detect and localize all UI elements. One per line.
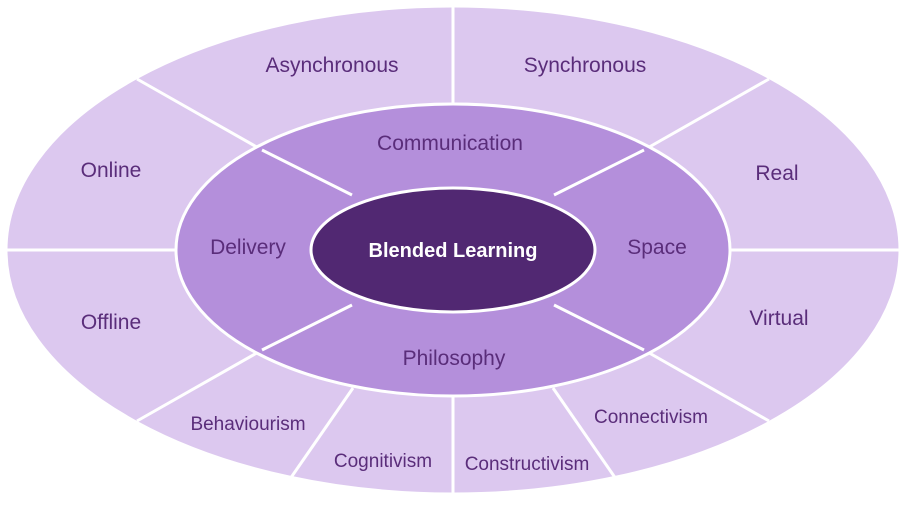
label-offline: Offline xyxy=(81,311,141,334)
label-online: Online xyxy=(81,159,142,182)
middle-dividers xyxy=(261,148,645,352)
divider-communication-delivery xyxy=(261,148,353,197)
label-space: Space xyxy=(627,236,687,259)
divider-behaviourism-cognitivism xyxy=(288,387,355,480)
center-label: Blended Learning xyxy=(369,240,538,262)
divider-sync-real xyxy=(643,77,770,152)
divider-constructivism-connectivism xyxy=(551,387,618,480)
label-philosophy: Philosophy xyxy=(403,347,506,370)
label-connectivism: Connectivism xyxy=(594,407,708,428)
label-synchronous: Synchronous xyxy=(524,54,647,77)
label-delivery: Delivery xyxy=(210,236,286,259)
divider-async-online xyxy=(136,77,263,152)
label-virtual: Virtual xyxy=(749,307,808,330)
divider-virtual-connectivism xyxy=(643,348,770,423)
outer-dividers xyxy=(6,6,900,494)
divider-space-philosophy xyxy=(553,303,645,352)
center-ellipse xyxy=(309,186,597,314)
label-constructivism: Constructivism xyxy=(465,454,590,475)
divider-delivery-philosophy xyxy=(261,303,353,352)
divider-offline-behaviourism xyxy=(136,348,263,423)
label-communication: Communication xyxy=(377,132,523,155)
label-asynchronous: Asynchronous xyxy=(265,54,398,77)
label-cognitivism: Cognitivism xyxy=(334,451,432,472)
label-behaviourism: Behaviourism xyxy=(190,414,305,435)
divider-communication-space xyxy=(553,148,645,197)
label-real: Real xyxy=(755,162,798,185)
